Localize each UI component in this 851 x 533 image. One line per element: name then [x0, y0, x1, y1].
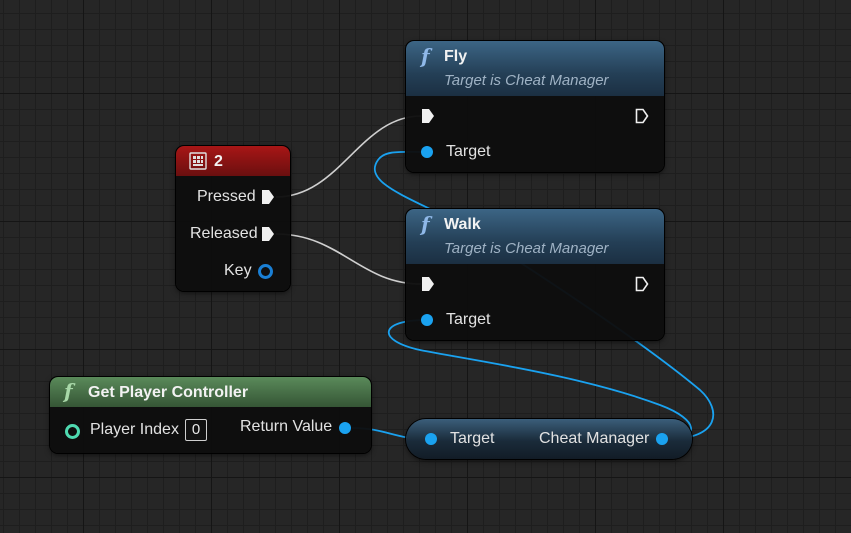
key-event-header[interactable]: 2	[176, 146, 290, 176]
fly-target-label: Target	[446, 143, 491, 160]
pressed-exec-pin[interactable]	[261, 189, 275, 205]
walk-target-pin[interactable]	[421, 314, 433, 326]
get-player-controller-header[interactable]: f Get Player Controller	[50, 377, 371, 407]
player-index-pin[interactable]	[65, 424, 80, 439]
fly-node[interactable]: f Fly Target is Cheat Manager Target	[406, 41, 664, 172]
fly-exec-out-pin[interactable]	[635, 108, 649, 124]
return-value-label: Return Value	[240, 418, 333, 435]
fly-exec-in-pin[interactable]	[421, 108, 435, 124]
cast-target-label: Target	[450, 430, 495, 447]
function-icon: f	[421, 44, 430, 68]
exec-wire-released-to-walk	[275, 233, 422, 285]
released-label: Released	[190, 225, 258, 242]
get-player-controller-node[interactable]: f Get Player Controller Player Index 0 R…	[50, 377, 371, 453]
fly-node-header[interactable]: f Fly Target is Cheat Manager	[406, 41, 664, 96]
player-index-input[interactable]: 0	[185, 419, 207, 441]
key-label: Key	[224, 262, 252, 279]
key-event-title: 2	[214, 153, 223, 170]
walk-exec-out-pin[interactable]	[635, 276, 649, 292]
fly-node-title: Fly	[444, 48, 468, 65]
get-cheat-manager-node[interactable]: Target Cheat Manager	[406, 419, 692, 459]
pressed-label: Pressed	[197, 188, 256, 205]
keyboard-key-icon	[189, 152, 207, 170]
key-event-node[interactable]: 2 Pressed Released Key	[176, 146, 290, 291]
key-struct-pin[interactable]	[258, 264, 273, 279]
cast-output-label: Cheat Manager	[539, 430, 650, 447]
fly-target-pin[interactable]	[421, 146, 433, 158]
player-index-label: Player Index	[90, 421, 179, 438]
function-icon: f	[64, 379, 73, 403]
return-value-pin[interactable]	[339, 422, 351, 434]
fly-node-subtitle: Target is Cheat Manager	[444, 72, 609, 89]
cast-target-pin[interactable]	[425, 433, 437, 445]
walk-exec-in-pin[interactable]	[421, 276, 435, 292]
walk-node-header[interactable]: f Walk Target is Cheat Manager	[406, 209, 664, 264]
get-player-controller-title: Get Player Controller	[88, 384, 249, 401]
walk-node-title: Walk	[444, 216, 481, 233]
released-exec-pin[interactable]	[261, 226, 275, 242]
walk-node-subtitle: Target is Cheat Manager	[444, 240, 609, 257]
cheat-manager-output-pin[interactable]	[656, 433, 668, 445]
walk-target-label: Target	[446, 311, 491, 328]
walk-node[interactable]: f Walk Target is Cheat Manager Target	[406, 209, 664, 340]
exec-wire-pressed-to-fly	[275, 115, 422, 198]
function-icon: f	[421, 212, 430, 236]
